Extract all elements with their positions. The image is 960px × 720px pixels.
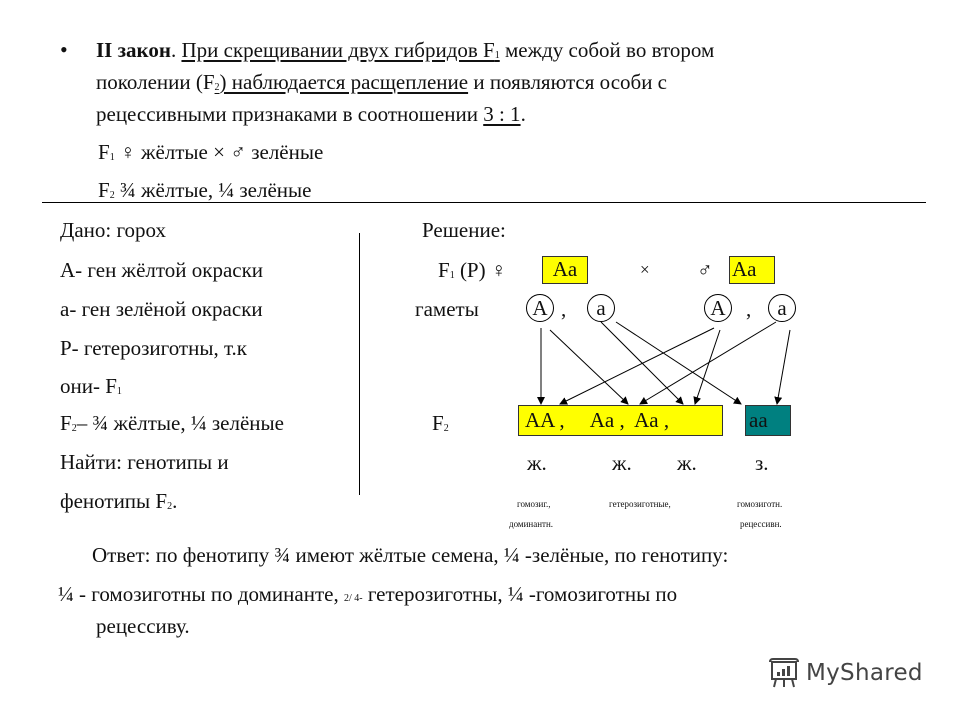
- ratio: 3 : 1: [483, 102, 521, 126]
- female-genotype: Aa: [542, 256, 588, 284]
- note-homo-dom-2: доминантн.: [509, 519, 554, 529]
- given-line-8: фенотипы F2.: [60, 489, 178, 513]
- law-underlined-1: При скрещивании двух гибридов F1: [181, 38, 500, 62]
- presentation-board-icon: [769, 658, 799, 688]
- bullet-icon: •: [60, 37, 68, 62]
- given-line-4: Р- гетерозиготны, т.к: [60, 336, 248, 360]
- given-line-3: а- ген зелёной окраски: [60, 297, 263, 321]
- gamete-male-a: a: [768, 294, 796, 322]
- vertical-divider: [359, 233, 360, 495]
- law-line-2: поколении (F2) наблюдается расщепление и…: [96, 70, 668, 94]
- answer-line-2: ¼ - гомозиготны по доминанте, 2/ 4- гете…: [58, 582, 678, 606]
- dominant-offspring-box: AA , Aa , Aa ,: [518, 405, 723, 436]
- parents-label: F1 (P) ♀: [438, 258, 507, 282]
- gamete-comma: ,: [746, 297, 752, 321]
- note-hetero: гетерозиготные,: [609, 499, 671, 509]
- phenotype-1: ж.: [527, 451, 547, 475]
- law-period: .: [170, 38, 177, 62]
- law-underlined-2: ) наблюдается расщепление: [219, 70, 469, 94]
- law-line-3: рецессивными признаками в соотношении 3 …: [96, 102, 526, 126]
- cross-sign: ×: [640, 260, 650, 279]
- gamete-male-A: A: [704, 294, 732, 322]
- gamete-female-a: a: [587, 294, 615, 322]
- horizontal-divider: [42, 202, 926, 203]
- answer-line-1: Ответ: по фенотипу ¾ имеют жёлтые семена…: [92, 543, 729, 567]
- given-line-7: Найти: генотипы и: [60, 450, 229, 474]
- law-title: II закон: [96, 38, 171, 62]
- phenotype-3: ж.: [677, 451, 697, 475]
- note-homo-dom-1: гомозиг.,: [517, 499, 551, 509]
- watermark-text: MyShared: [806, 660, 923, 686]
- phenotype-2: ж.: [612, 451, 632, 475]
- gametes-label: гаметы: [415, 297, 479, 321]
- given-line-1: Дано: горох: [60, 218, 167, 242]
- gamete-comma: ,: [561, 297, 567, 321]
- given-line-6: F2– ¾ жёлтые, ¼ зелёные: [60, 411, 284, 435]
- given-line-2: А- ген жёлтой окраски: [60, 258, 264, 282]
- given-line-5: они- F1: [60, 374, 122, 398]
- f2-ratio-line: F2 ¾ жёлтые, ¼ зелёные: [98, 178, 312, 202]
- f2-label: F2: [432, 411, 449, 435]
- recessive-offspring-box: aa: [745, 405, 791, 436]
- male-sign-icon: ♂: [697, 258, 713, 282]
- male-genotype: Aa: [729, 256, 775, 284]
- answer-line-3: рецессиву.: [96, 614, 190, 638]
- solution-title: Решение:: [422, 218, 506, 242]
- gamete-female-A: A: [526, 294, 554, 322]
- law-line-1: II закон. При скрещивании двух гибридов …: [96, 38, 714, 68]
- phenotype-4: з.: [755, 451, 769, 475]
- note-homo-rec-1: гомозиготн.: [737, 499, 783, 509]
- watermark-logo: MyShared: [766, 656, 923, 690]
- note-homo-rec-2: рецессивн.: [740, 519, 782, 529]
- f1-cross-line: F1 ♀ жёлтые × ♂ зелёные: [98, 140, 324, 164]
- law-text-1: между собой во втором: [499, 38, 715, 62]
